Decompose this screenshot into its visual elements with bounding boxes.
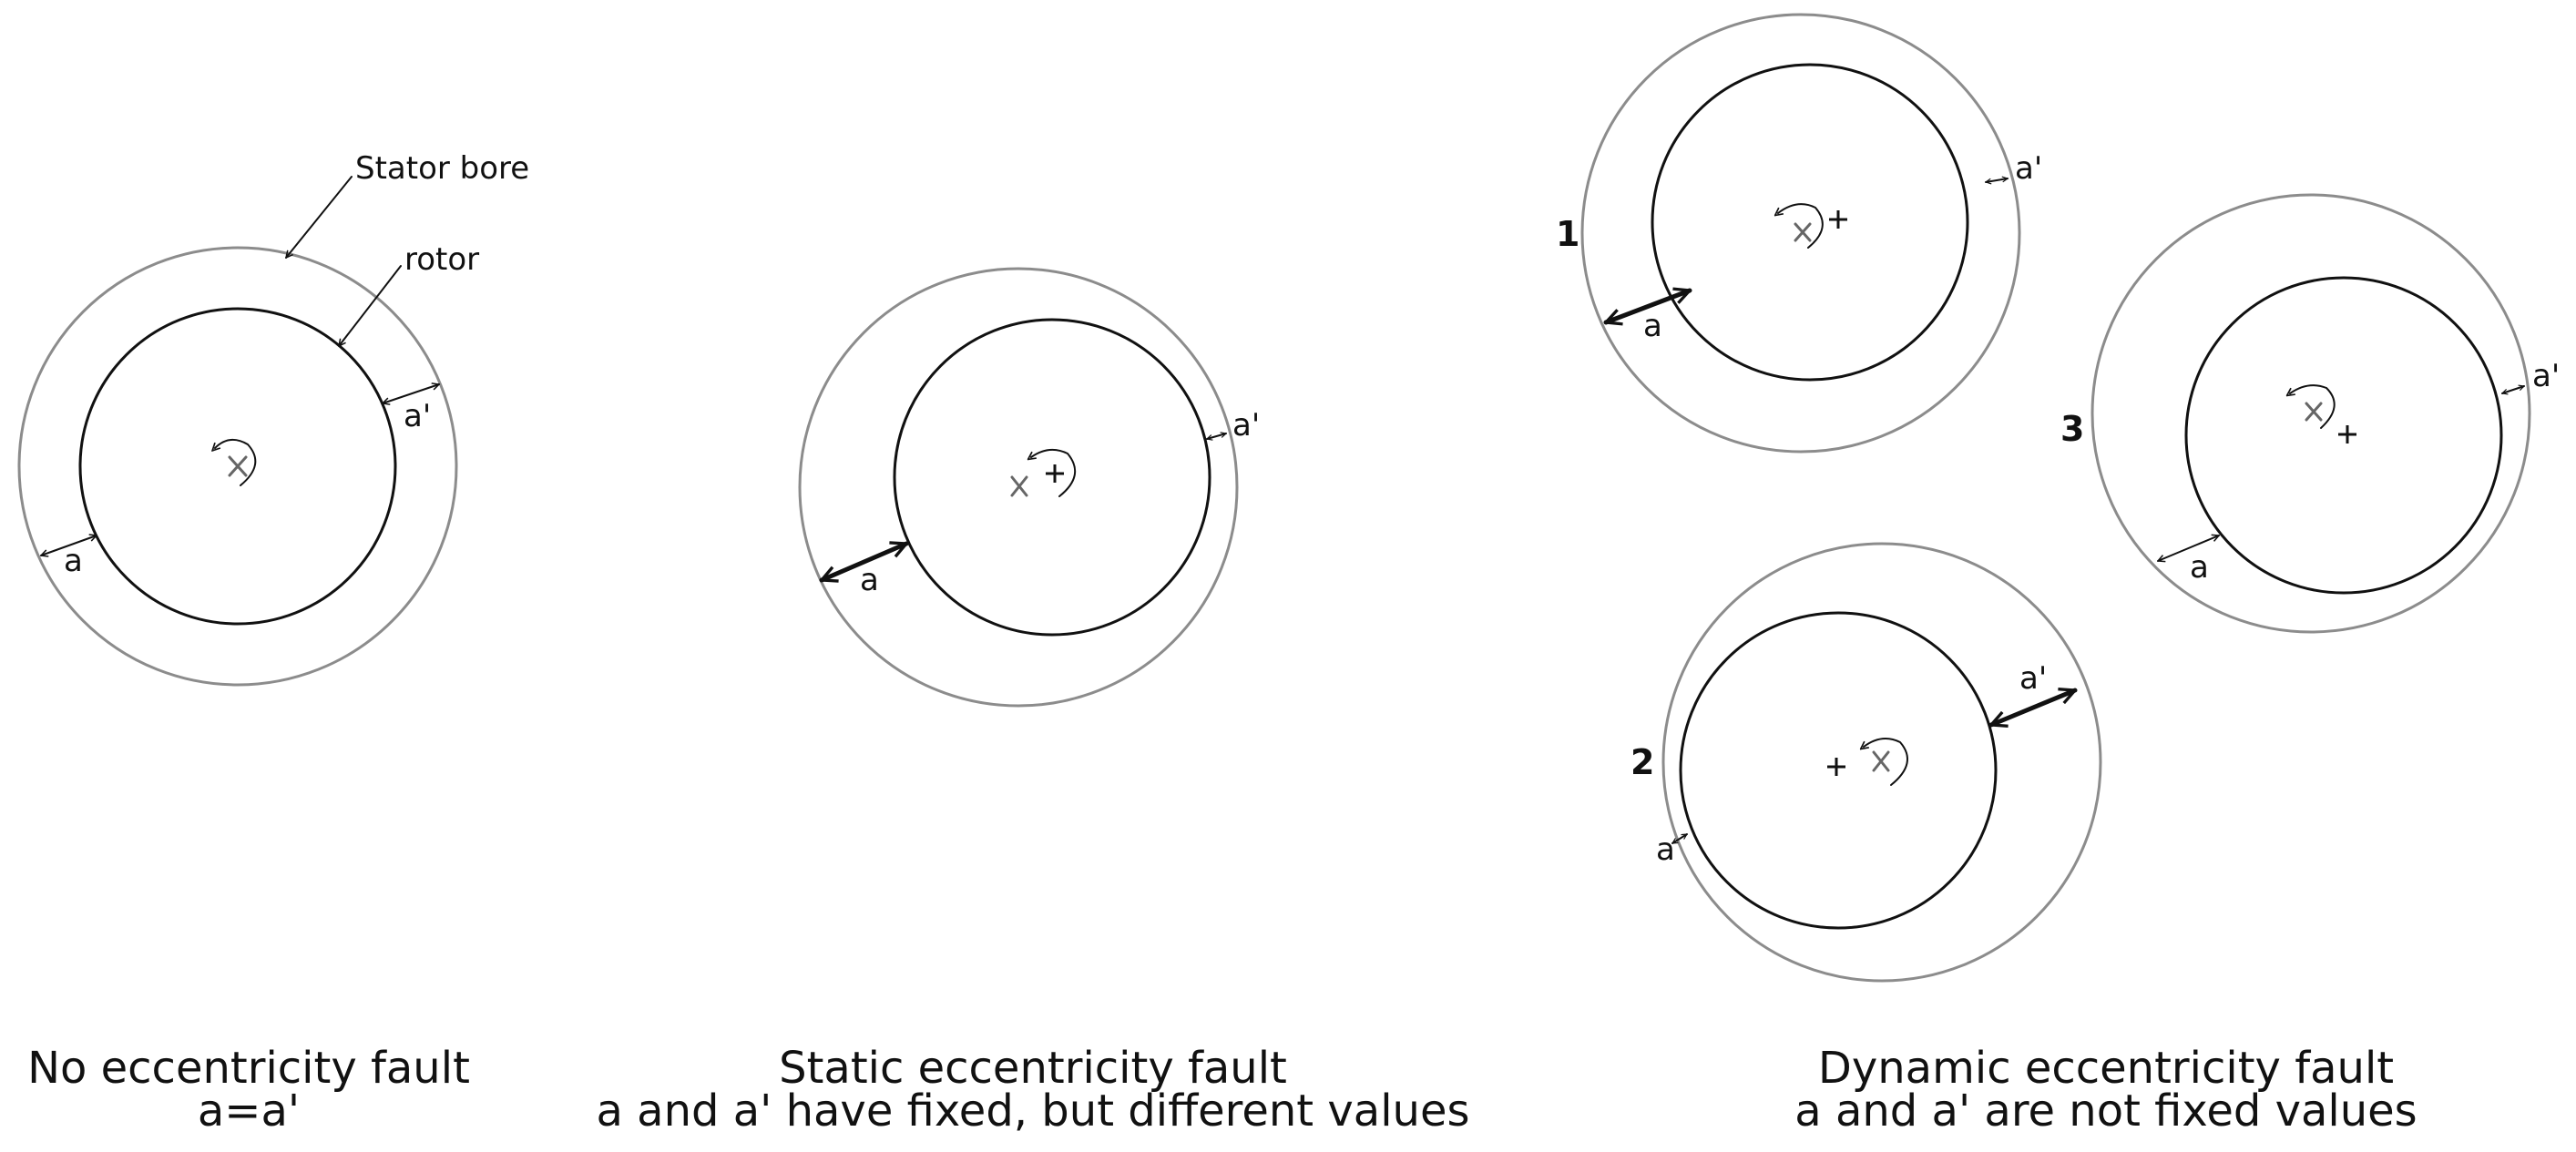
stator-bore — [1661, 542, 2102, 983]
stator-bore — [17, 246, 458, 687]
panel-title: Static eccentricity fault — [779, 1043, 1287, 1094]
rotor-label: rotor — [404, 241, 479, 278]
rotor — [893, 318, 1211, 637]
panel-subtitle: a and a' are not fixed values — [1794, 1086, 2417, 1137]
panel-subtitle: a and a' have fixed, but different value… — [596, 1086, 1469, 1137]
gap-a-prime-label: a' — [1232, 407, 1260, 443]
gap-a-label: a — [2190, 549, 2209, 586]
gap-a-prime-arrow — [1986, 178, 2008, 182]
stator-bore-label: Stator bore — [355, 150, 529, 187]
x-marker-icon — [2305, 402, 2323, 422]
stator-bore — [2090, 193, 2531, 634]
gap-a-arrow — [1606, 291, 1690, 322]
gap-a-prime-arrow — [2502, 386, 2524, 393]
x-marker-icon — [228, 455, 248, 477]
panel-title: Dynamic eccentricity fault — [1818, 1043, 2394, 1094]
gap-a-label: a — [64, 543, 83, 579]
x-marker-icon — [1794, 222, 1812, 242]
gap-a-prime-arrow — [1991, 690, 2075, 725]
stator-bore — [798, 267, 1239, 708]
rotation-arrow-icon — [2290, 384, 2336, 429]
gap-a-label: a — [1656, 831, 1675, 868]
gap-a-prime-arrow — [383, 384, 439, 403]
panel-subtitle: a=a' — [198, 1086, 300, 1137]
center-plus-icon — [2338, 425, 2356, 443]
stator-bore — [1580, 13, 2021, 454]
x-marker-icon — [1010, 475, 1028, 497]
x-marker-icon — [1872, 750, 1890, 772]
gap-a-label: a — [860, 562, 879, 598]
dynamic-position-2: a' a 2 — [1630, 542, 2102, 983]
gap-a-prime-label: a' — [404, 398, 431, 434]
position-number: 1 — [1556, 214, 1579, 254]
rotation-arrow-icon — [1864, 738, 1908, 786]
position-number: 3 — [2060, 409, 2084, 449]
rotation-arrow-icon — [1031, 448, 1077, 497]
panel-no-eccentricity: Stator bore rotor a' a No eccentricity f… — [17, 150, 529, 1137]
gap-a-prime-label: a' — [2019, 660, 2047, 697]
position-number: 2 — [1630, 742, 1654, 782]
gap-a-arrow — [822, 544, 906, 580]
stator-bore-leader — [286, 176, 353, 258]
panel-title: No eccentricity fault — [27, 1043, 470, 1094]
rotation-arrow-icon — [1778, 203, 1824, 249]
rotor — [2184, 276, 2503, 595]
rotor-leader — [339, 265, 402, 346]
gap-a-prime-label: a' — [2015, 150, 2042, 187]
rotor — [1651, 63, 1969, 382]
gap-a-arrow — [2158, 535, 2219, 561]
rotation-arrow-icon — [215, 438, 257, 486]
rotor — [78, 307, 397, 626]
center-plus-icon — [1829, 210, 1847, 229]
panel-dynamic-eccentricity: a' a 1 a' a 2 a' a — [1556, 13, 2560, 1137]
dynamic-position-3: a' a 3 — [2060, 193, 2560, 634]
rotor — [1679, 611, 1998, 930]
gap-a-arrow — [41, 535, 97, 556]
dynamic-position-1: a' a 1 — [1556, 13, 2042, 454]
gap-a-prime-label: a' — [2532, 358, 2560, 394]
panel-static-eccentricity: a' a Static eccentricity fault a and a' … — [596, 267, 1470, 1137]
gap-a-arrow — [1672, 833, 1687, 844]
center-plus-icon — [1046, 464, 1064, 483]
center-plus-icon — [1827, 758, 1845, 776]
gap-a-label: a — [1643, 308, 1662, 344]
gap-a-prime-arrow — [1207, 433, 1226, 439]
